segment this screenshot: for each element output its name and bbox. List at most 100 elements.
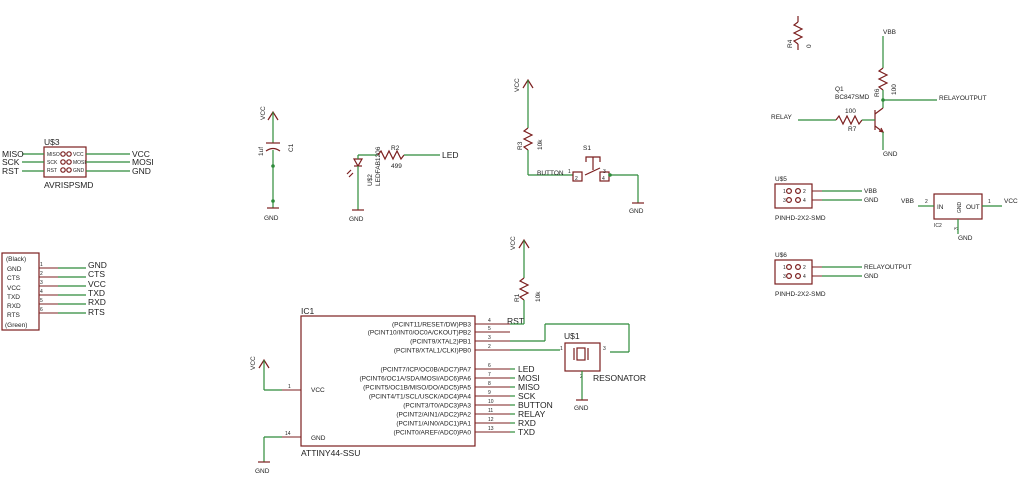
ic1-pin-num: 13 — [488, 426, 494, 432]
mcu-ic1: IC1 ATTINY44-SSU VCC 1 VCC GND 14 GND — [250, 306, 476, 475]
u3-net-rst: RST — [2, 166, 19, 176]
r3-zigzag-icon — [522, 127, 534, 151]
r2-value: 499 — [391, 163, 402, 170]
u5-pin-4: 4 — [803, 198, 806, 204]
r7-name: R7 — [848, 126, 857, 133]
r4-name: R4 — [787, 39, 794, 48]
ic1-pin-num: 10 — [488, 399, 494, 405]
ftdi-pin-gnd: GND — [7, 266, 22, 273]
r6-value: 100 — [891, 84, 898, 95]
ic1-pin-name: (PCINT4/T1/SCL/USCK/ADC4)PA4 — [369, 394, 471, 401]
ic1-right-pins: 4(PCINT11/RESET/DW)PB35(PCINT10/INT0/OC0… — [360, 318, 553, 437]
u1-name: U$1 — [564, 331, 580, 341]
ftdi-num-1: 1 — [40, 262, 43, 268]
ic1-pin-num: 9 — [488, 390, 491, 396]
u3-pad-mosi: MOSI — [73, 160, 86, 166]
ic1-net-label: LED — [518, 364, 535, 374]
ic1-value: ATTINY44-SSU — [301, 448, 360, 458]
q1-value: BC847SMD — [835, 94, 870, 101]
u6-net-gnd: GND — [864, 273, 879, 280]
ic1-body — [300, 315, 476, 447]
transistor-q1: VBB R6 100 RELAYOUTPUT Q1 BC847SMD GND — [835, 29, 987, 158]
u6-pin-2: 2 — [803, 265, 806, 271]
r6-zigzag-icon — [877, 67, 889, 91]
ftdi-net-rxd: RXD — [88, 297, 106, 307]
u1-gnd-label: GND — [574, 405, 589, 412]
resonator-wiring — [510, 323, 630, 353]
r3-name: R3 — [517, 141, 524, 150]
ic1-pin-name: (PCINT8/XTAL1/CLKI)PB0 — [394, 348, 472, 355]
u5-name: U$5 — [775, 176, 787, 183]
s1-pin-4: 4 — [602, 176, 605, 182]
ic1-net-label: MISO — [518, 382, 540, 392]
resistor-r2: R2 499 LED — [377, 145, 459, 170]
u1-body — [564, 342, 601, 372]
regulator-ic2: IN GND OUT 2 3 1 VBB VCC GND IC2 — [901, 193, 1018, 242]
r3-vcc-label: VCC — [514, 78, 521, 92]
ic1-net-label: MOSI — [518, 373, 540, 383]
u2-value: LEDFAB1206 — [375, 146, 382, 186]
c1-gnd-label: GND — [264, 215, 279, 222]
ic1-pin-num: 12 — [488, 417, 494, 423]
resistor-r4: R4 0 — [787, 16, 813, 50]
ftdi-header: (Black) (Green) GND CTS VCC TXD RXD RTS … — [1, 252, 107, 331]
ftdi-body — [1, 252, 40, 331]
u5-net-gnd: GND — [864, 197, 879, 204]
u3-pad-vcc: VCC — [73, 152, 84, 158]
ic1-net-label: TXD — [518, 427, 535, 437]
ic1-pin-num: 3 — [488, 335, 491, 341]
switch-s1: S1 2 4 1 3 GND — [568, 145, 644, 215]
ic2-pin-in: IN — [937, 204, 944, 211]
ic1-pin-name: (PCINT2/AIN1/ADC2)PA2 — [396, 412, 471, 419]
r6-name: R6 — [874, 88, 881, 97]
u3-net-gnd: GND — [132, 166, 151, 176]
ftdi-pin-vcc: VCC — [7, 285, 21, 292]
q1-net-relayoutput: RELAYOUTPUT — [939, 95, 987, 102]
c1-name: C1 — [288, 143, 295, 152]
q1-gnd-label: GND — [883, 151, 898, 158]
ic1-pin-vcc-name: VCC — [311, 387, 325, 394]
ic1-net-label: BUTTON — [518, 400, 553, 410]
r7-value: 100 — [845, 108, 856, 115]
r1-zigzag-icon — [518, 277, 530, 301]
u3-pad-rst: RST — [47, 168, 57, 174]
r4-value: 0 — [806, 44, 813, 48]
resistor-r3: VCC R3 10k BUTTON — [514, 78, 573, 177]
ic1-pin-name: (PCINT1/AIN0/ADC1)PA1 — [396, 421, 471, 428]
ic1-pin-num: 5 — [488, 326, 491, 332]
r1-net-rst: RST — [507, 316, 524, 326]
ic2-num-3: 3 — [954, 227, 960, 230]
ftdi-num-3: 3 — [40, 280, 43, 286]
resistor-r1: VCC R1 10k RST — [507, 236, 542, 326]
u3-pad-miso: MISO — [47, 152, 60, 158]
ftdi-top-label: (Black) — [6, 256, 26, 263]
ic1-pin-num: 4 — [488, 318, 491, 324]
ic1-pin-gnd-name: GND — [311, 435, 326, 442]
r3-value: 10k — [537, 139, 544, 150]
u5-pin-3: 3 — [783, 198, 786, 204]
s1-pin-1: 1 — [568, 169, 571, 175]
ic1-gnd-net: GND — [255, 468, 270, 475]
ic2-net-vcc: VCC — [1004, 198, 1018, 205]
s1-pin-3: 3 — [603, 169, 606, 175]
ic1-pin-num: 7 — [488, 372, 491, 378]
ic1-pin-14-num: 14 — [285, 431, 291, 437]
r4-zigzag-icon — [792, 21, 804, 45]
ftdi-pin-rxd: RXD — [7, 303, 21, 310]
u6-name: U$6 — [775, 252, 787, 259]
q1-vbb-label: VBB — [883, 29, 896, 36]
ftdi-net-vcc: VCC — [88, 279, 106, 289]
r7-net-relay: RELAY — [771, 114, 792, 121]
ftdi-pin-txd: TXD — [7, 294, 20, 301]
ic1-pin-num: 8 — [488, 381, 491, 387]
ftdi-num-5: 5 — [40, 298, 43, 304]
ic1-pin-name: (PCINT6/OC1A/SDA/MOSI/ADC6)PA6 — [360, 376, 472, 383]
switch-contact-icon — [584, 167, 601, 176]
ic1-name: IC1 — [301, 306, 315, 316]
u3-net-miso: MISO — [2, 149, 24, 159]
ic2-net-vbb: VBB — [901, 198, 914, 205]
u6-pin-3: 3 — [783, 274, 786, 280]
s1-pin-2: 2 — [575, 176, 578, 182]
ic1-pin-num: 11 — [488, 408, 493, 414]
